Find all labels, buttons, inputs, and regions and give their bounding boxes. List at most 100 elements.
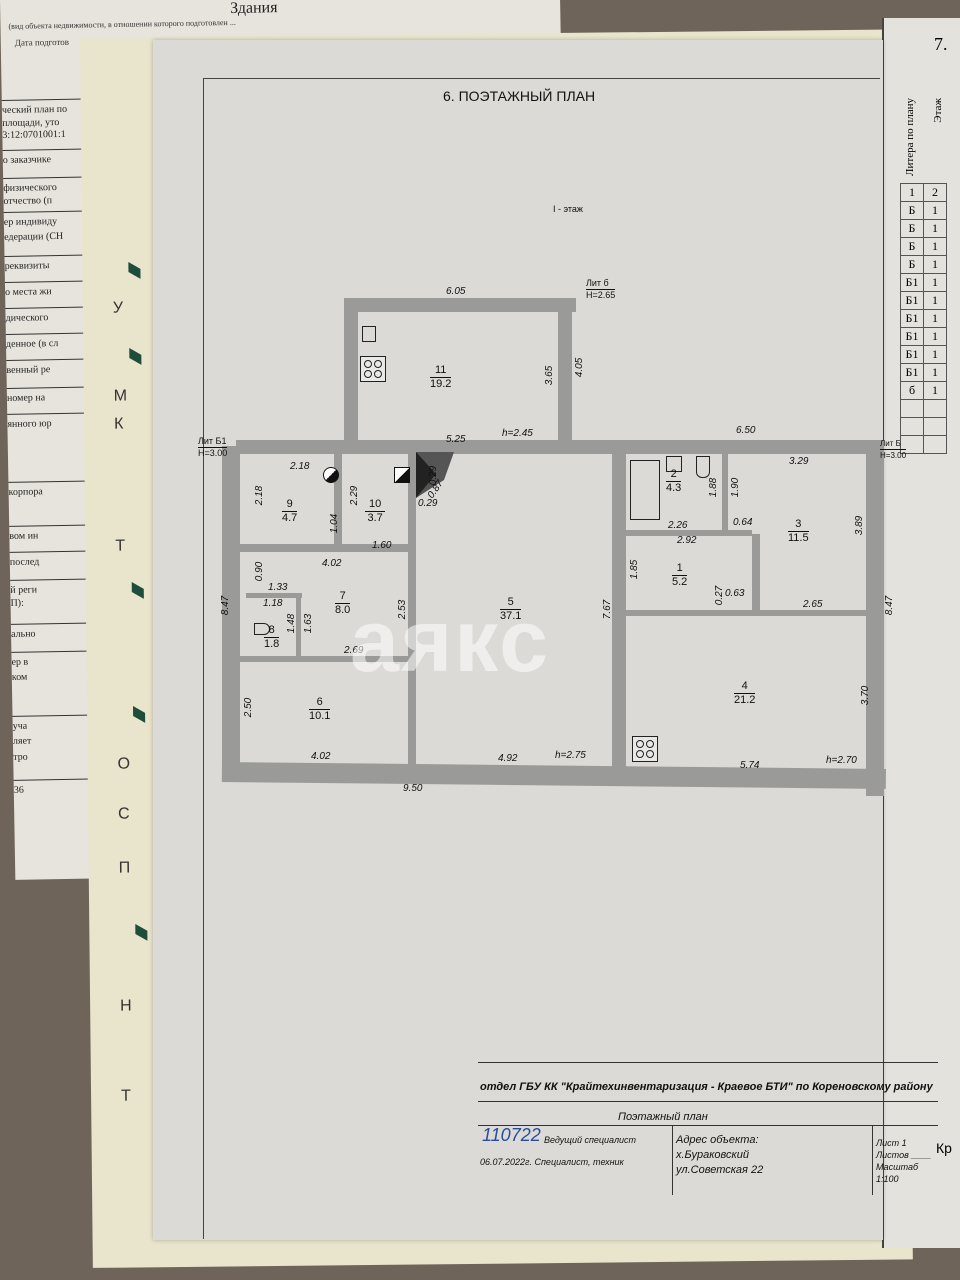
address-label: Адрес объекта: [676, 1134, 759, 1146]
dimension: 6.05 [446, 286, 466, 297]
floor-label: I - этаж [553, 204, 583, 214]
section-number: 7. [934, 34, 948, 54]
folder-letter: Н [120, 997, 132, 1015]
ceiling-height: h=2.45 [502, 428, 533, 439]
form-row: о заказчике [2, 148, 93, 166]
dimension: 0.63 [725, 588, 745, 599]
wall [246, 593, 302, 598]
doc-heading: Здания [230, 0, 278, 17]
folder-tab-marker [132, 706, 146, 723]
dimension: 1.18 [263, 598, 283, 609]
drawing-frame [203, 78, 880, 1239]
boiler-icon [323, 467, 339, 483]
title-block: отдел ГБУ КК "Крайтехинвентаризация - Кр… [478, 1062, 938, 1195]
dimension: 2.29 [349, 485, 361, 506]
dimension: 3.29 [789, 456, 809, 467]
handwritten-number: 110722 [482, 1125, 541, 1145]
dimension: 1.88 [708, 477, 720, 498]
dimension: 2.65 [803, 599, 823, 610]
washbasin-icon [666, 456, 682, 472]
heater-icon [394, 467, 410, 483]
folder-letter: С [118, 805, 130, 823]
dimension: 2.69 [344, 645, 364, 656]
watermark-logo: аякс [350, 591, 551, 690]
dimension: 2.50 [243, 697, 255, 718]
dimension: 1.85 [629, 559, 641, 580]
folder-letter: К [113, 415, 124, 433]
dimension: 4.05 [574, 357, 586, 378]
folder-tab-marker [131, 582, 144, 599]
form-row: отчество (п [3, 195, 53, 207]
column-header-litera: Литера по плану [904, 98, 916, 176]
wall [344, 298, 358, 450]
form-row: едерации (СН [4, 230, 64, 243]
wall [296, 593, 301, 657]
dimension: 0.64 [733, 517, 753, 528]
wall [612, 450, 626, 770]
scale: Масштаб 1:100 [876, 1162, 919, 1184]
folder-letter: Т [115, 537, 126, 555]
sheet-count: Листов ____ [876, 1150, 932, 1160]
toilet-icon [696, 456, 710, 478]
folder-tab-marker [129, 348, 142, 365]
prepared-date-label: Дата подготов [14, 36, 70, 48]
wall [626, 530, 752, 536]
wall [344, 298, 576, 312]
wall [626, 610, 868, 616]
folder-letter: У [112, 299, 124, 317]
dimension: 2.92 [677, 535, 697, 546]
date-specialist-line: 06.07.2022г. Специалист, техник [480, 1157, 624, 1167]
object-address: Адрес объекта: х.Бураковский ул.Советска… [676, 1133, 763, 1178]
dimension: 4.02 [311, 751, 331, 762]
folder-tab-marker [135, 924, 148, 941]
dimension: 7.67 [602, 599, 614, 620]
plan-title: 6. ПОЭТАЖНЫЙ ПЛАН [443, 88, 596, 104]
dimension: 3.70 [860, 685, 872, 706]
ceiling-height: h=2.75 [555, 750, 586, 761]
chimney-icon [416, 452, 454, 498]
dimension: 1.04 [329, 513, 341, 534]
lead-specialist-label: Ведущий специалист [544, 1135, 637, 1145]
table-cell: 1 [900, 183, 924, 202]
bathtub-icon [630, 460, 660, 520]
stove-icon [360, 356, 386, 382]
toilet-icon [254, 623, 270, 635]
dimension: 3.65 [544, 365, 556, 386]
dimension: 4.02 [322, 558, 342, 569]
dimension: 0.90 [254, 561, 266, 582]
dimension: 8.47 [884, 595, 896, 616]
ceiling-height: h=2.70 [826, 755, 857, 766]
folder-letter: П [118, 859, 131, 877]
dimension: 0.29 [418, 498, 438, 509]
dimension: 0.27 [714, 585, 726, 606]
form-row: 3:12:0701001:1 [2, 128, 66, 141]
dimension: 3.89 [854, 515, 866, 536]
folder-tab-marker [128, 262, 141, 279]
doc-subtitle: (вид объекта недвижимости, в отношении к… [8, 17, 236, 31]
folder-letter: М [113, 387, 128, 405]
sheet-info: Лист 1 Листов ____ Масштаб 1:100 [876, 1137, 938, 1185]
floor-plan-sheet: 6. ПОЭТАЖНЫЙ ПЛАН I - этаж [153, 40, 883, 1240]
dimension: 2.18 [254, 485, 266, 506]
address-line: х.Бураковский [676, 1149, 749, 1161]
dimension: 1.60 [372, 540, 392, 551]
